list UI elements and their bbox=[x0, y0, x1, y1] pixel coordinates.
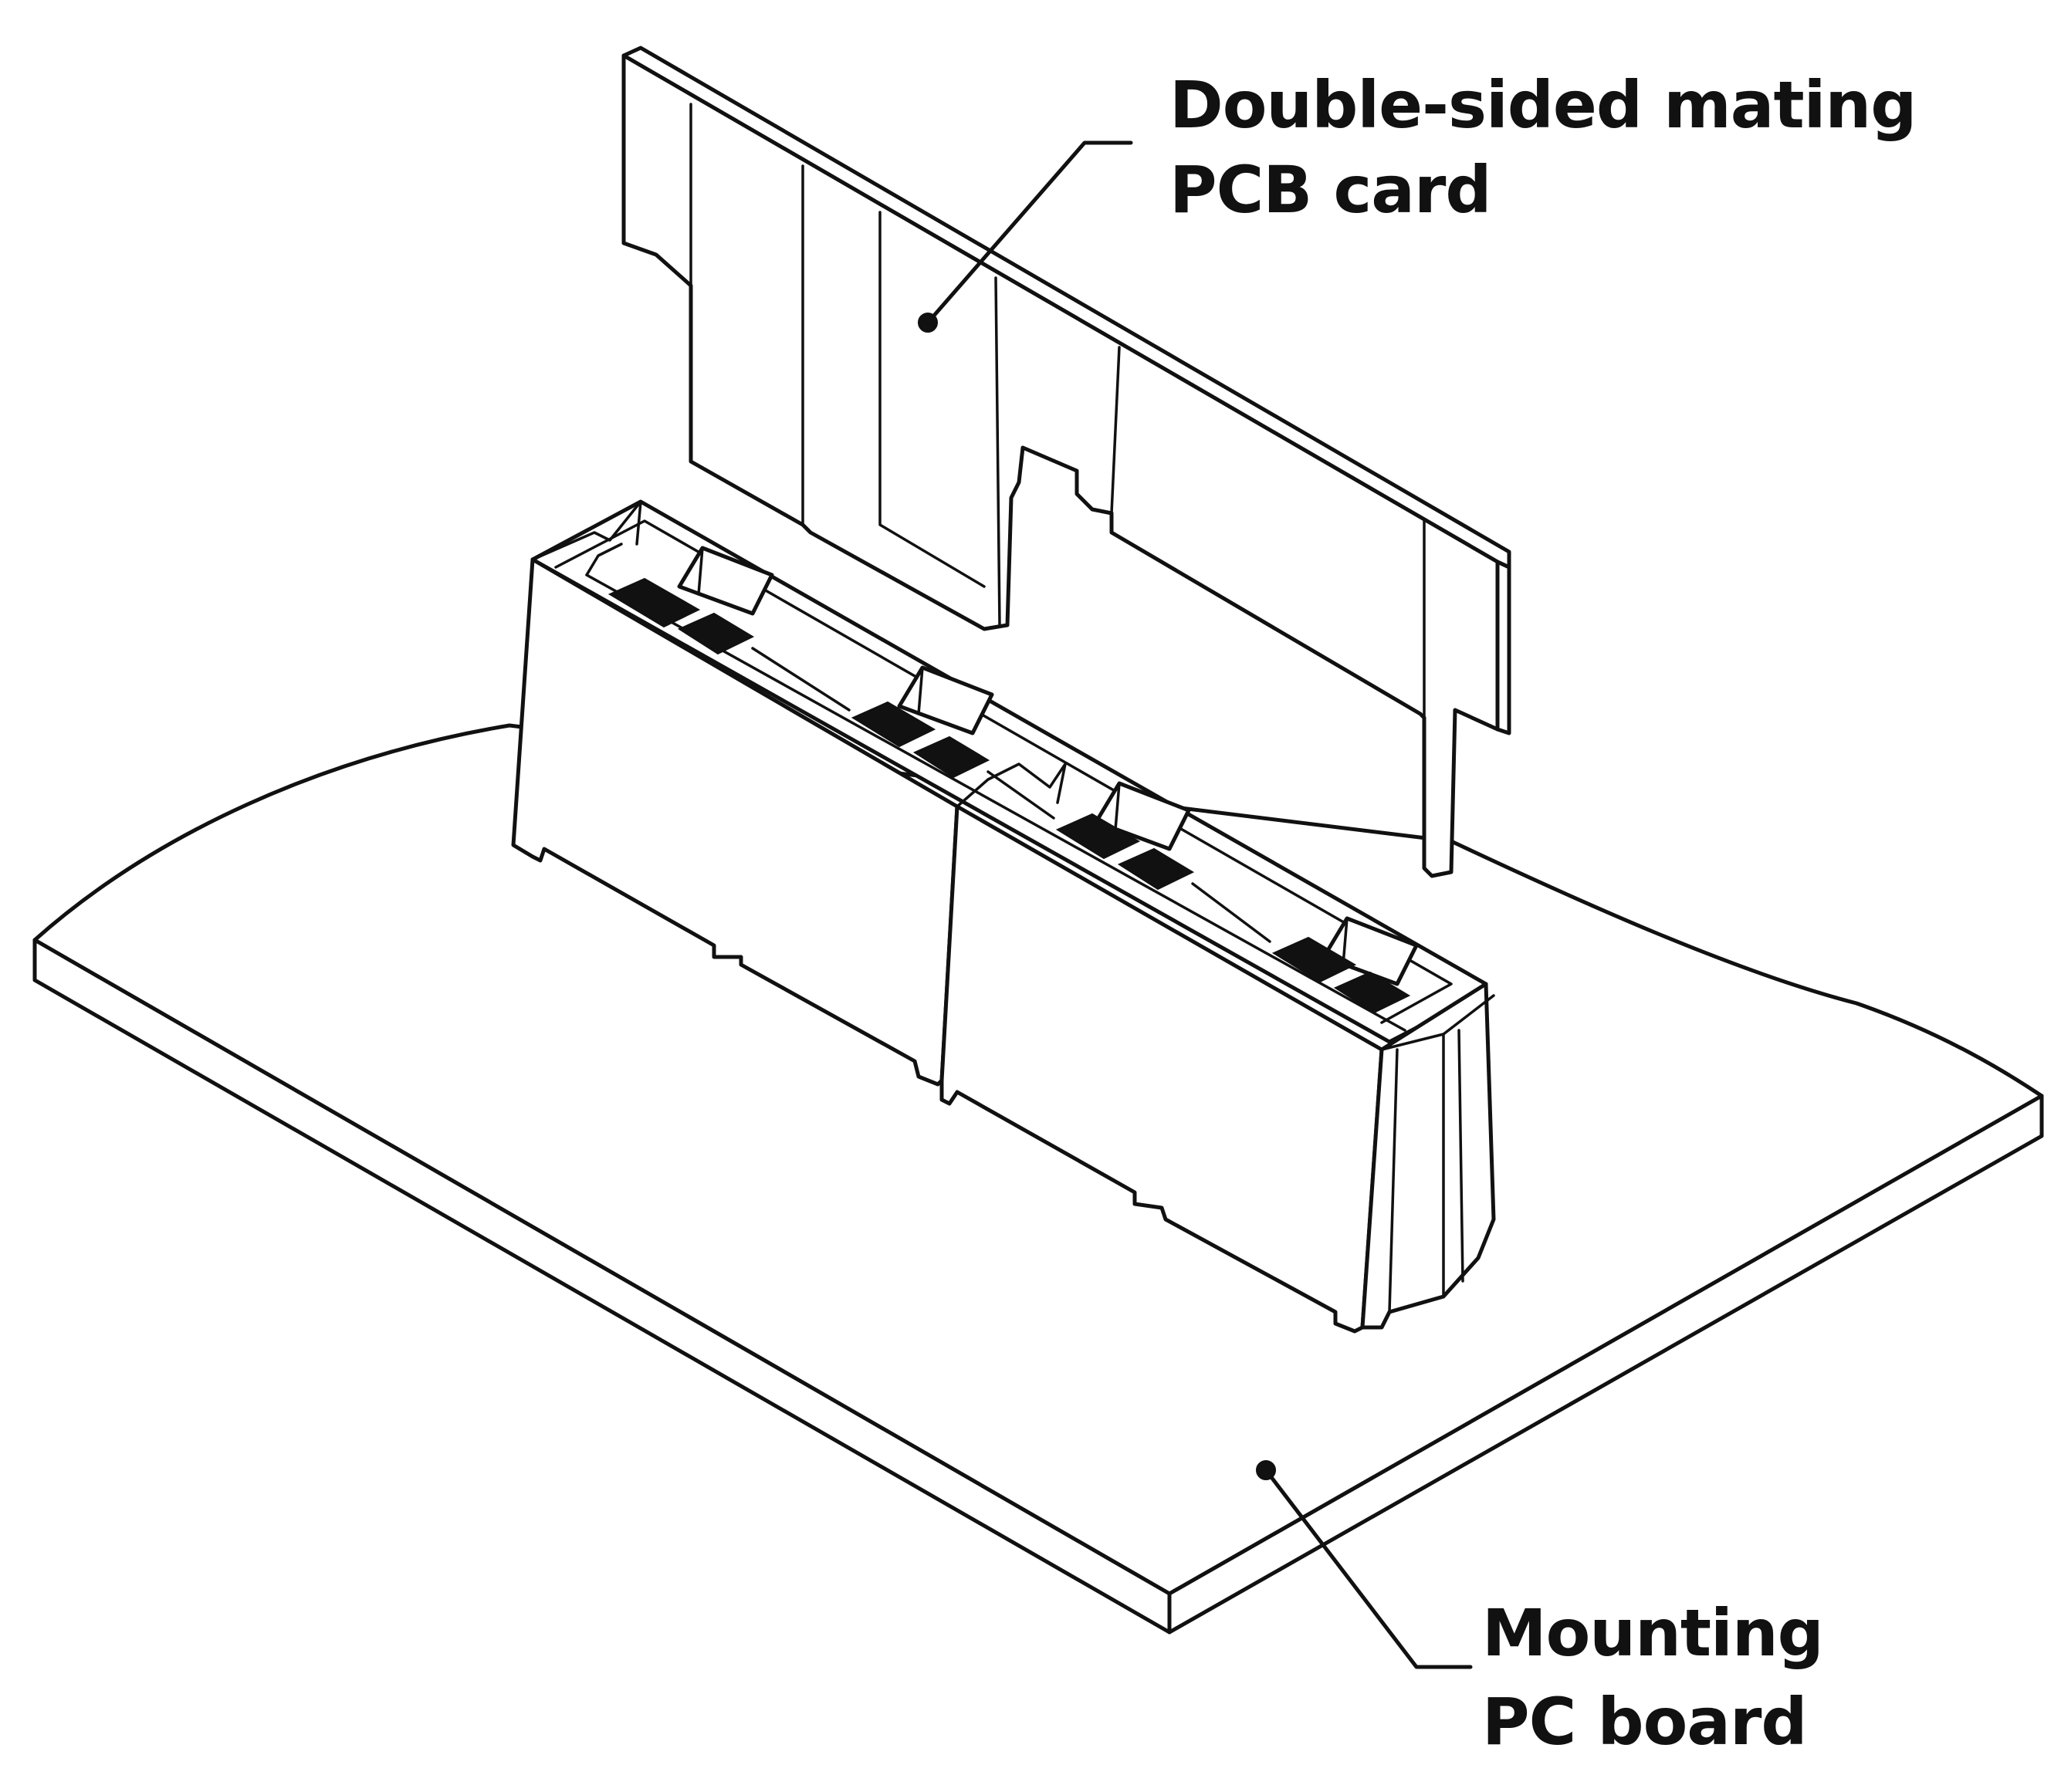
housing-left-cap bbox=[531, 500, 642, 561]
card-leader-line bbox=[926, 140, 1133, 325]
board-leader-line bbox=[1264, 1468, 1473, 1669]
card-callout: Double-sided mating PCB card bbox=[1169, 67, 1917, 228]
card-label-line1: Double-sided mating bbox=[1169, 67, 1916, 143]
board-right-edge bbox=[1167, 1094, 2044, 1635]
housing-slot bbox=[554, 519, 1453, 1024]
housing-right-module bbox=[939, 804, 1384, 1334]
latch-windows bbox=[677, 546, 1419, 986]
mounting-pc-board bbox=[32, 723, 2044, 1635]
connector-housing bbox=[511, 499, 1496, 1334]
mating-pcb-card bbox=[621, 46, 1511, 878]
board-label-line2: PC board bbox=[1482, 1684, 1807, 1760]
leader-lines bbox=[918, 140, 1473, 1669]
board-callout: Mounting PC board bbox=[1482, 1595, 1824, 1760]
housing-mid-cap bbox=[956, 762, 1067, 808]
contact-clusters bbox=[607, 577, 1411, 1014]
board-leader-dot bbox=[1256, 1460, 1276, 1480]
board-label-line1: Mounting bbox=[1482, 1595, 1823, 1671]
board-top-surface bbox=[32, 723, 2044, 1596]
card-label-line2: PCB card bbox=[1169, 152, 1491, 228]
card-leader-dot bbox=[918, 313, 938, 333]
card-face bbox=[621, 53, 1500, 878]
